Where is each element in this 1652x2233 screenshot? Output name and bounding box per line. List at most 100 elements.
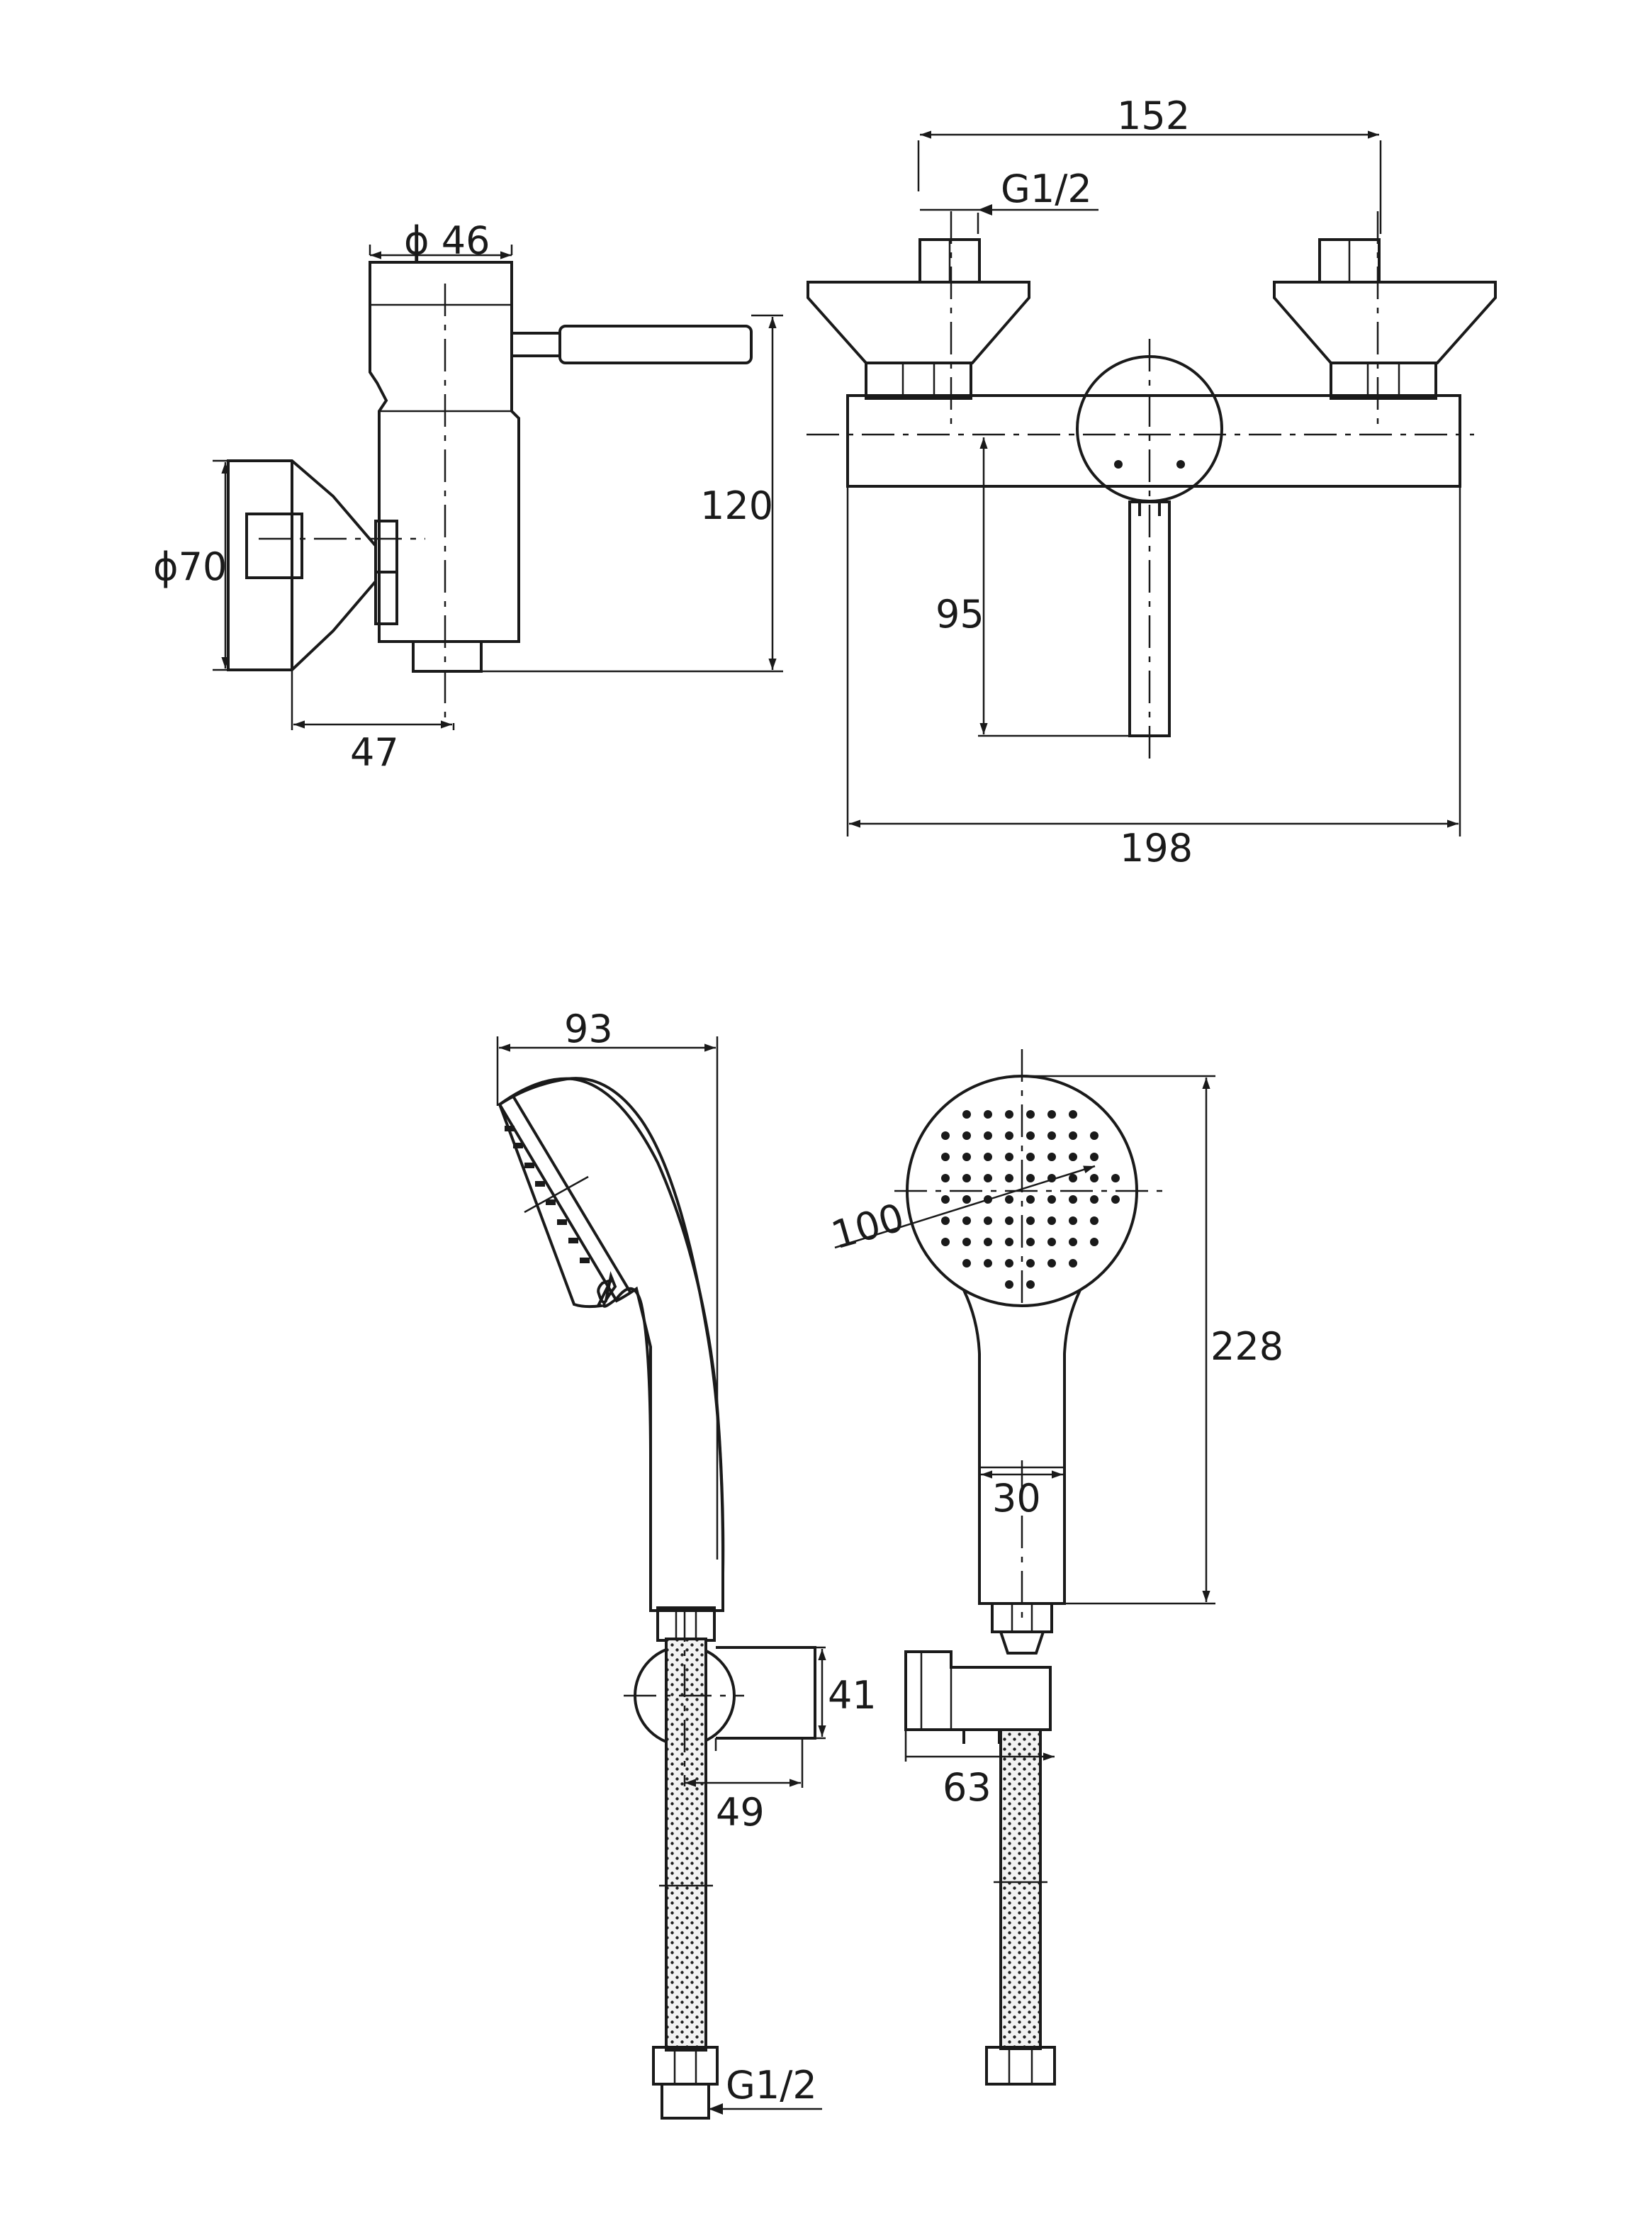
nozzle-dot — [1005, 1216, 1013, 1225]
nozzle-dot — [941, 1174, 950, 1182]
nozzle-dot — [962, 1174, 971, 1182]
dim-inlet-thread: G1/2 — [1001, 167, 1092, 211]
left-escutcheon — [807, 281, 1030, 364]
nozzle-dot — [984, 1238, 992, 1246]
nozzle-dot — [984, 1110, 992, 1119]
nozzle-dot — [1026, 1216, 1035, 1225]
nozzle-dot — [1069, 1259, 1077, 1267]
nozzle-dot — [1069, 1110, 1077, 1119]
side-hose-nut — [656, 1606, 716, 1642]
nozzle-dot — [1026, 1110, 1035, 1119]
nozzle-dot — [1047, 1131, 1056, 1140]
hose-end-nut-side — [652, 2046, 719, 2086]
nozzle-dot — [1069, 1131, 1077, 1140]
handshower-front-view: 100 228 30 63 — [826, 1049, 1283, 2086]
nozzle-dot — [962, 1259, 971, 1267]
mixer-body-front — [846, 394, 1461, 488]
handshower-side-view: 93 41 49 G1/2 — [496, 1007, 877, 2120]
nozzle-dot — [984, 1131, 992, 1140]
nozzle-dot — [962, 1131, 971, 1140]
dim-top-diameter: ϕ 46 — [404, 218, 490, 263]
nozzle-dot — [1005, 1131, 1013, 1140]
nozzle-dot — [1026, 1174, 1035, 1182]
right-escutcheon — [1273, 281, 1497, 364]
nozzle-dot — [1026, 1131, 1035, 1140]
nozzle-dot — [962, 1153, 971, 1161]
dim-depth: 47 — [350, 730, 399, 775]
nozzle-dot — [1047, 1110, 1056, 1119]
nozzle-dot — [1005, 1195, 1013, 1204]
nozzle-dot — [1026, 1280, 1035, 1289]
inlet-stub — [245, 513, 303, 579]
nozzle-dot — [1090, 1131, 1098, 1140]
hose-side — [665, 1638, 707, 2052]
mixer-front-view: 152 G1/2 95 198 — [807, 94, 1497, 871]
nozzle-dot — [1005, 1280, 1013, 1289]
nozzle-dot — [941, 1238, 950, 1246]
nozzle-dot — [984, 1153, 992, 1161]
nozzle-dot — [1047, 1216, 1056, 1225]
dim-handshower-length: 93 — [564, 1007, 613, 1051]
nozzle-dot — [941, 1195, 950, 1204]
nozzle-dot — [1069, 1174, 1077, 1182]
dim-holder-width: 63 — [943, 1765, 991, 1810]
dim-centers: 152 — [1117, 94, 1190, 138]
dim-hose-thread: G1/2 — [726, 2063, 817, 2108]
nozzle-dot — [1005, 1259, 1013, 1267]
dim-outlet-height: 95 — [935, 592, 984, 637]
dim-total-length: 228 — [1210, 1324, 1283, 1369]
mixer-side-view: ϕ 46 ϕ70 47 120 — [153, 218, 783, 775]
wall-holder-bracket-side — [716, 1646, 816, 1740]
nozzle-dot — [962, 1216, 971, 1225]
nozzle-dot — [1090, 1174, 1098, 1182]
handshower-handle-front — [962, 1289, 1081, 1605]
hose-end-nut-front — [985, 2046, 1056, 2086]
wall-holder-front — [904, 1650, 1052, 1731]
nozzle-dot — [1005, 1174, 1013, 1182]
nozzle-dot — [1047, 1153, 1056, 1161]
nozzle-dot — [1111, 1174, 1120, 1182]
nozzle-dot — [984, 1216, 992, 1225]
nozzle-dot — [941, 1216, 950, 1225]
front-nozzles — [941, 1110, 1120, 1289]
nozzle-dot — [941, 1153, 950, 1161]
dim-width: 198 — [1120, 826, 1193, 871]
right-connector-nut — [1330, 362, 1437, 400]
left-connector-nut — [865, 362, 972, 400]
dim-holder-height: 41 — [828, 1673, 877, 1718]
nozzle-dot — [1047, 1238, 1056, 1246]
nozzle-dot — [1026, 1153, 1035, 1161]
nozzle-dot — [962, 1238, 971, 1246]
nozzle-dot — [1005, 1153, 1013, 1161]
nozzle-dot — [1111, 1195, 1120, 1204]
nozzle-dot — [1069, 1153, 1077, 1161]
dim-head-diameter: 100 — [826, 1195, 909, 1258]
nozzle-dot — [1069, 1216, 1077, 1225]
nozzle-dot — [1069, 1195, 1077, 1204]
nozzle-dot — [1005, 1238, 1013, 1246]
nozzle-dot — [1090, 1195, 1098, 1204]
dim-handle-width: 30 — [992, 1476, 1041, 1521]
nozzle-dot — [1047, 1195, 1056, 1204]
nozzle-dot — [1005, 1110, 1013, 1119]
nozzle-dot — [1026, 1259, 1035, 1267]
nozzle-dot — [941, 1131, 950, 1140]
nozzle-dot — [962, 1110, 971, 1119]
dim-holder-depth: 49 — [716, 1790, 765, 1835]
nozzle-dot — [1090, 1153, 1098, 1161]
nozzle-dot — [962, 1195, 971, 1204]
nozzle-dot — [1026, 1238, 1035, 1246]
hose-front — [999, 1728, 1042, 2050]
side-nozzles — [505, 1126, 590, 1263]
nozzle-dot — [1047, 1259, 1056, 1267]
dim-height: 120 — [700, 483, 773, 528]
nozzle-dot — [984, 1259, 992, 1267]
nozzle-dot — [1090, 1216, 1098, 1225]
mixer-body-side — [369, 261, 520, 643]
nozzle-dot — [984, 1174, 992, 1182]
nozzle-dot — [1026, 1195, 1035, 1204]
lever-handle-side — [558, 325, 753, 364]
dim-wall-diameter: ϕ70 — [153, 544, 227, 589]
nozzle-dot — [1090, 1238, 1098, 1246]
